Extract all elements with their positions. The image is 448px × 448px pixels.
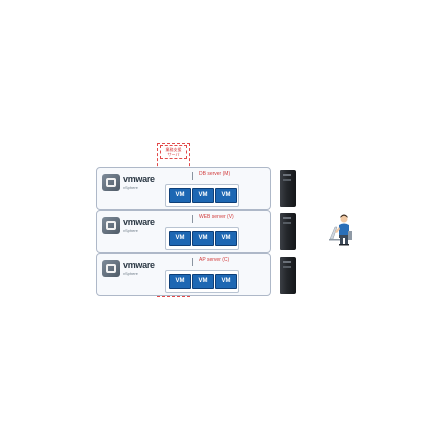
host-row-web: vmware vSphere WEB server (V) VM VM VM <box>96 210 271 253</box>
highlight-label: 業務支援 サーバ <box>161 147 186 157</box>
host-row-ap: vmware vSphere AP server (C) VM VM VM <box>96 253 271 296</box>
vmware-logo-icon <box>102 174 120 191</box>
vsphere-label: vSphere <box>123 271 138 276</box>
server-tower-icon <box>280 213 296 250</box>
person-at-laptop-icon <box>329 214 352 246</box>
server-label: DB server (M) <box>199 171 231 177</box>
vsphere-label: vSphere <box>123 185 138 190</box>
vm-box: VM <box>169 231 191 246</box>
highlight-label-line2: サーバ <box>167 152 180 157</box>
vm-box: VM <box>192 274 214 289</box>
server-tower-icon <box>280 170 296 207</box>
server-tower-icon <box>280 257 296 294</box>
host-row-db: vmware vSphere DB server (M) VM VM VM <box>96 167 271 210</box>
vm-box: VM <box>215 274 237 289</box>
connector-line <box>192 258 193 266</box>
vm-box: VM <box>192 231 214 246</box>
server-label: WEB server (V) <box>199 214 234 220</box>
vmware-brand: vmware <box>123 174 155 184</box>
vm-group: VM VM VM <box>165 227 239 250</box>
connector-line <box>192 215 193 223</box>
vm-box: VM <box>215 231 237 246</box>
vm-group: VM VM VM <box>165 184 239 207</box>
vmware-brand: vmware <box>123 217 155 227</box>
vm-box: VM <box>192 188 214 203</box>
vsphere-label: vSphere <box>123 228 138 233</box>
highlight-label-line1: 業務支援 <box>165 147 182 152</box>
vm-box: VM <box>169 188 191 203</box>
server-label: AP server (C) <box>199 257 230 263</box>
vm-group: VM VM VM <box>165 270 239 293</box>
highlight-label-box <box>160 145 187 159</box>
vmware-logo-icon <box>102 260 120 277</box>
connector-line <box>192 172 193 180</box>
vmware-logo-icon <box>102 217 120 234</box>
vmware-brand: vmware <box>123 260 155 270</box>
vm-box: VM <box>215 188 237 203</box>
vm-box: VM <box>169 274 191 289</box>
